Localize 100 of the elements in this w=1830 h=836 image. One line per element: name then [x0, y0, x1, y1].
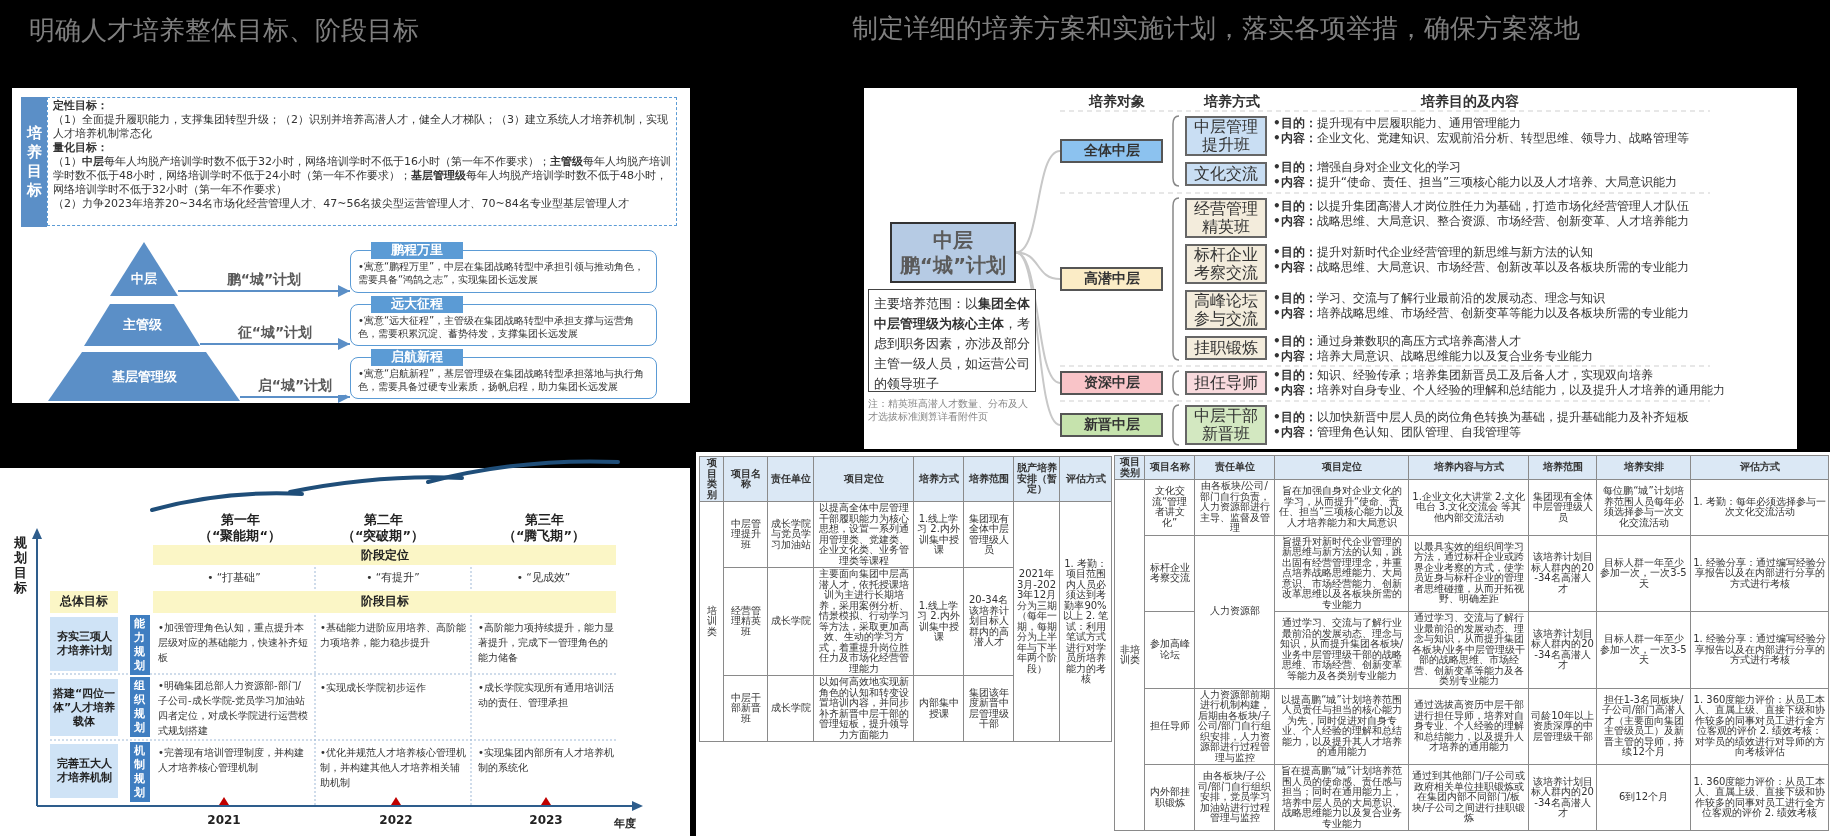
table-cell: 内外部挂职锻炼	[1144, 764, 1195, 831]
pyramid-tier	[84, 304, 200, 346]
table-header-cell: 项目名称	[1144, 455, 1195, 480]
category-tab: 组织规划	[130, 677, 150, 737]
description-text: •目的：以提升集团高潜人才岗位胜任力为基础，打造市场化经营管理人才队伍	[1273, 199, 1690, 214]
slide-heading: 制定详细的培养方案和实施计划，落实各项举措，确保方案落地	[852, 12, 1581, 45]
table-header-cell: 培养安排	[1596, 455, 1691, 480]
card-title-tab: 鹏程万里	[371, 242, 463, 259]
target-group-box	[1060, 371, 1163, 395]
table-cell: 1. 考勤：每年必须选择参与一次文化交流活动	[1690, 479, 1829, 535]
card-text: •寓意“远大征程”，主管级在集团战略转型中承担支撑与运营角色，需要积累沉淀、蓄势待发，支撑集团长远发展	[358, 314, 636, 340]
table-cell: 通过学习、交流与了解行业最前沿的发展动态、理念与知识，从而提升集团各板块/业务中层管理级干部的战略思维、市场经营、创新变革等能力及各类别专业能力	[1408, 611, 1529, 688]
column-header: 培养目的及内容	[1419, 93, 1520, 111]
plan-text: •加强管理角色认知，重点提升本层级对应的基础能力，快速补齐短板	[158, 621, 309, 665]
table-cell: 以最具实效的组织间学习方法，通过标杆企业或跨界企业考察的方式，使学员近身与标杆企业的管理者思维碰撞，从而开拓视野、明确差距	[1408, 535, 1529, 612]
table-cell: 以提高全体中层管理干部履职能力为核心思想，设置一系列通用管理类、党建类、企业文化类、业务管理类等课程	[813, 501, 914, 568]
table-cell: 该培养计划目标人群内的20-34名高潜人才	[1528, 611, 1597, 688]
year-label: 2022	[378, 813, 414, 829]
axis-label: 年度	[614, 816, 637, 832]
method-label: 标杆企业考察交流	[1193, 246, 1259, 282]
description-text: •内容：培养战略思维、市场经营、创新变革等能力以及各板块所需的专业能力	[1273, 306, 1690, 321]
year-heading: 第一年	[219, 512, 261, 527]
table-cell: 人力资源部	[1194, 535, 1275, 688]
table-cell: 1.线上学习 2.内外训集中授课	[913, 567, 964, 676]
plan-text: •高阶能力项持续提升，能力显著提升，完成下一管理角色的能力储备	[478, 621, 614, 665]
section-header: 总体目标	[50, 591, 118, 613]
goal-text: （2）力争2023年培养20~34名市场化经营管理人才、47~56名拔尖型运营管理人才、70~84名专业型基层管理人才	[53, 197, 630, 211]
goal-cell: 夯实三项人才培养计划	[50, 617, 118, 671]
plan-title-box	[890, 222, 1016, 283]
method-label: 担任导师	[1194, 374, 1258, 392]
year-heading: （“聚能期“）	[197, 528, 283, 543]
plan-text: •实现成长学院初步运作	[320, 681, 427, 695]
stage-text: • “打基础”	[206, 570, 262, 585]
description-text: •目的：提升对新时代企业经营管理的新思维与新方法的认知	[1273, 245, 1594, 260]
description-text: •内容：企业文化、党建知识、宏观前沿分析、转型思维、领导力、战略管理等	[1273, 131, 1690, 146]
table-cell: 集团现有全体中层管理级人员	[1528, 479, 1597, 535]
table-cell: 通过学习、交流与了解行业最前沿的发展动态、理念与知识，从而提升集团各板块/业务中层管理级干部的战略思维、市场经营、创新变革等能力及各类别专业能力	[1274, 611, 1409, 688]
method-label: 挂职锻炼	[1194, 339, 1258, 357]
table-cell: 标杆企业考察交流	[1144, 535, 1195, 612]
training-method-box	[1185, 244, 1267, 284]
subheading: 量化目标：	[53, 141, 109, 155]
table-header-cell: 培养内容与方式	[1408, 455, 1529, 480]
description-text: •目的：通过身兼数职的高压方式培养高潜人才	[1273, 334, 1522, 349]
table-cell: 人力资源部前期进行机制构建，后期由各板块/子公司/部门自行组织安排，人力资源部进行过程管理与监控	[1194, 688, 1275, 765]
scope-text: 主要培养范围：以集团全体中层管理级为核心主体，考虑到职务因素，亦涉及部分主管一级人员，如运营公司的领导班子	[874, 296, 1030, 391]
table-cell: 成长学院与党员学习加油站	[767, 501, 814, 568]
year-heading: （“突破期”）	[340, 528, 426, 543]
plan-text: •基础能力进阶应用培养、高阶能力项培养，能力稳步提升	[320, 621, 467, 650]
table-cell: 担任导师	[1144, 688, 1195, 765]
table-header-cell: 项目名称	[723, 456, 768, 502]
stage-text: • “有提升”	[365, 570, 421, 585]
description-text: •目的：增强自身对企业文化的学习	[1273, 160, 1462, 175]
table-cell: 1. 360度能力评价：从员工本人、直属上级、直接下级和协作较多的同事对员工进行全方位客观的评价 2. 绩效考核：对学员的绩效进行对导师的方向考核评估	[1690, 688, 1829, 765]
table-cell: 旨提升对新时代企业管理的新思维与新方法的认知，跳出固有经营管理理念，并重点培养战略思维能力、大局意识、市场经营能力、创新改革思维以及各板块所需的专业能力	[1274, 535, 1409, 612]
table-cell: 由各板块/公司/部门自行负责，人力资源部进行主导、监督及管理	[1194, 479, 1275, 535]
stage-header-bar: 阶段定位	[153, 545, 616, 565]
card-text: •寓意“鹏程万里”，中层在集团战略转型中承担引领与推动角色，需要具备“鸿鹄之志”，实现集团长远发展	[358, 260, 646, 286]
table-cell: 1.企业文化大讲堂 2.文化电台 3.文化交流会 等其他内部交流活动	[1408, 479, 1529, 535]
description-text: •内容：战略思维、大局意识、整合资源、市场经营、创新变革、人才培养能力	[1273, 214, 1690, 229]
tier-label: 主管级	[121, 317, 163, 334]
method-label: 高峰论坛参与交流	[1193, 292, 1259, 328]
description-text: •内容：战略思维、大局意识、市场经营、创新改革以及各板块所需的专业能力	[1273, 260, 1690, 275]
plan-title: 中层	[933, 227, 973, 253]
column-header: 培养方式	[1202, 93, 1261, 111]
table-header-cell: 脱产培养安排（暂定）	[1013, 456, 1060, 502]
card-text: •寓意“启航新程”，基层管理级在集团战略转型承担落地与执行角色，需要具备过硬专业素质，扬帆启程，助力集团长远发展	[358, 367, 646, 393]
table-cell: 培训类	[699, 501, 724, 742]
target-group-box	[1060, 267, 1163, 291]
table-cell: 担任1-3名同板块/子公司/部门高潜人才（主要面向集团主管级员工）及新晋主管的导师，持续12个月	[1596, 688, 1691, 765]
table-cell: 文化交流“管理者讲文化”	[1144, 479, 1195, 535]
group-label: 新晋中层	[1083, 416, 1140, 434]
goal-cell: 完善五大人才培养机制	[50, 744, 118, 798]
table-cell: 目标人群一年至少参加一次，一次3-5天	[1596, 611, 1691, 688]
connector-line	[1015, 150, 1061, 254]
description-text: •内容：管理角色认知、团队管理、自我管理等	[1273, 425, 1522, 440]
table-header-cell: 责任单位	[767, 456, 814, 502]
pyramid-tier	[110, 242, 178, 296]
tier-label: 基层管理级	[110, 369, 178, 386]
plan-title: 鹏“城”计划	[899, 252, 1007, 278]
tier-label: 中层	[130, 271, 158, 288]
table-header-cell: 项目定位	[813, 456, 914, 502]
goal-cell: 搭建“四位一体”人才培养载体	[50, 679, 118, 736]
target-group-box	[1060, 413, 1163, 437]
slide-heading: 明确人才培养整体目标、阶段目标	[29, 14, 420, 47]
table-cell: 通过选拔高资历中层干部进行担任导师，培养对自身专业、个人经验的理解和总结能力，以及提升人才培养的通用能力	[1408, 688, 1529, 765]
target-group-box	[1060, 139, 1163, 163]
table-cell: 经营管理精英班	[723, 567, 768, 676]
table-cell: 由各板块/子公司/部门自行组织安排，党员学习加油站进行过程管理与监控	[1194, 764, 1275, 831]
table-cell: 中层干部新晋班	[723, 675, 768, 742]
table-cell: 6到12个月	[1596, 764, 1691, 831]
table-cell: 1.线上学习 2.内外训集中授课	[913, 501, 964, 568]
table-cell: 成长学院	[767, 567, 814, 676]
plan-text: •明确集团总部人力资源部-部门/子公司-成长学院-党员学习加油站四者定位，对成长学院进行运营模式规划搭建	[158, 679, 309, 738]
description-text: •目的：学习、交流与了解行业最前沿的发展动态、理念与知识	[1273, 291, 1606, 306]
description-text: •目的：提升现有中层履职能力、通用管理能力	[1273, 116, 1522, 131]
table-header-cell: 培养范围	[1528, 455, 1597, 480]
column-header: 培养对象	[1087, 93, 1146, 111]
stage-text: • “见成效”	[515, 570, 572, 585]
category-tab: 机制规划	[130, 742, 150, 802]
table-cell: 非培训类	[1114, 479, 1145, 831]
